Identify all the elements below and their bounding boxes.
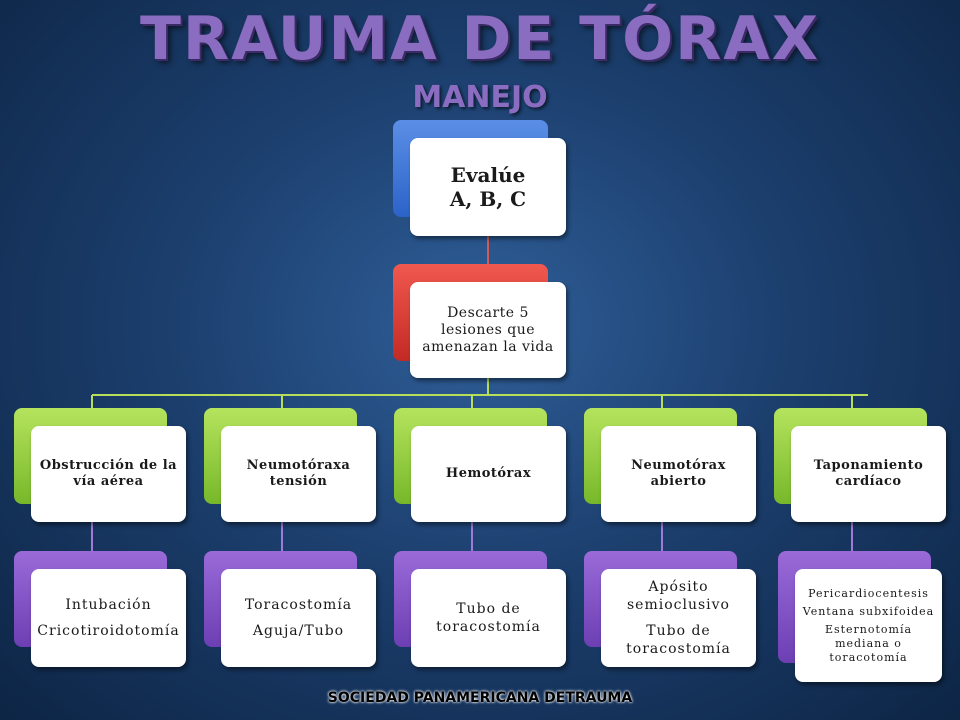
- category-node-hemothorax: Hemotórax: [411, 426, 566, 522]
- action-item: Aguja/Tubo: [252, 623, 345, 639]
- action-node-open-pneumothorax: Apósito semioclusivo Tubo de toracostomí…: [601, 569, 756, 667]
- action-node-tension-pneumothorax: Toracostomía Aguja/Tubo: [221, 569, 376, 667]
- action-node-hemothorax: Tubo de toracostomía: [411, 569, 566, 667]
- category-label: Neumotóraxa tensión: [246, 458, 351, 489]
- action-item: Esternotomía mediana o toracotomía: [824, 622, 913, 664]
- action-item: Tubo de toracostomía: [626, 623, 731, 657]
- action-item: Toracostomía: [244, 597, 353, 613]
- footer-text: SOCIEDAD PANAMERICANA DETRAUMA: [327, 690, 633, 706]
- category-node-airway: Obstrucción de la vía aérea: [31, 426, 186, 522]
- slide-subtitle: MANEJO: [0, 80, 960, 115]
- root-line2: A, B, C: [449, 187, 527, 211]
- category-label: Obstrucción de la vía aérea: [39, 458, 178, 489]
- action-node-airway: Intubación Cricotiroidotomía: [31, 569, 186, 667]
- action-item: Apósito semioclusivo: [627, 579, 730, 613]
- action-item: Pericardiocentesis: [808, 586, 929, 600]
- action-item: Intubación: [65, 597, 152, 613]
- subtitle-text: MANEJO: [412, 80, 548, 115]
- root-node: Evalúe A, B, C: [410, 138, 566, 236]
- action-item: Tubo de toracostomía: [436, 601, 541, 635]
- category-label: Hemotórax: [445, 466, 532, 481]
- action-node-cardiac-tamponade: Pericardiocentesis Ventana subxifoidea E…: [795, 569, 942, 682]
- category-label: Taponamiento cardíaco: [813, 458, 924, 489]
- category-node-tension-pneumothorax: Neumotóraxa tensión: [221, 426, 376, 522]
- level1-text: Descarte 5 lesiones que amenazan la vida: [422, 304, 554, 355]
- category-node-open-pneumothorax: Neumotórax abierto: [601, 426, 756, 522]
- root-line1: Evalúe: [450, 163, 526, 187]
- action-item: Cricotiroidotomía: [37, 623, 180, 639]
- slide-title: TRAUMA DE TÓRAX: [140, 4, 820, 74]
- category-node-cardiac-tamponade: Taponamiento cardíaco: [791, 426, 946, 522]
- category-label: Neumotórax abierto: [631, 458, 726, 489]
- level1-node: Descarte 5 lesiones que amenazan la vida: [410, 282, 566, 378]
- action-item: Ventana subxifoidea: [802, 604, 935, 618]
